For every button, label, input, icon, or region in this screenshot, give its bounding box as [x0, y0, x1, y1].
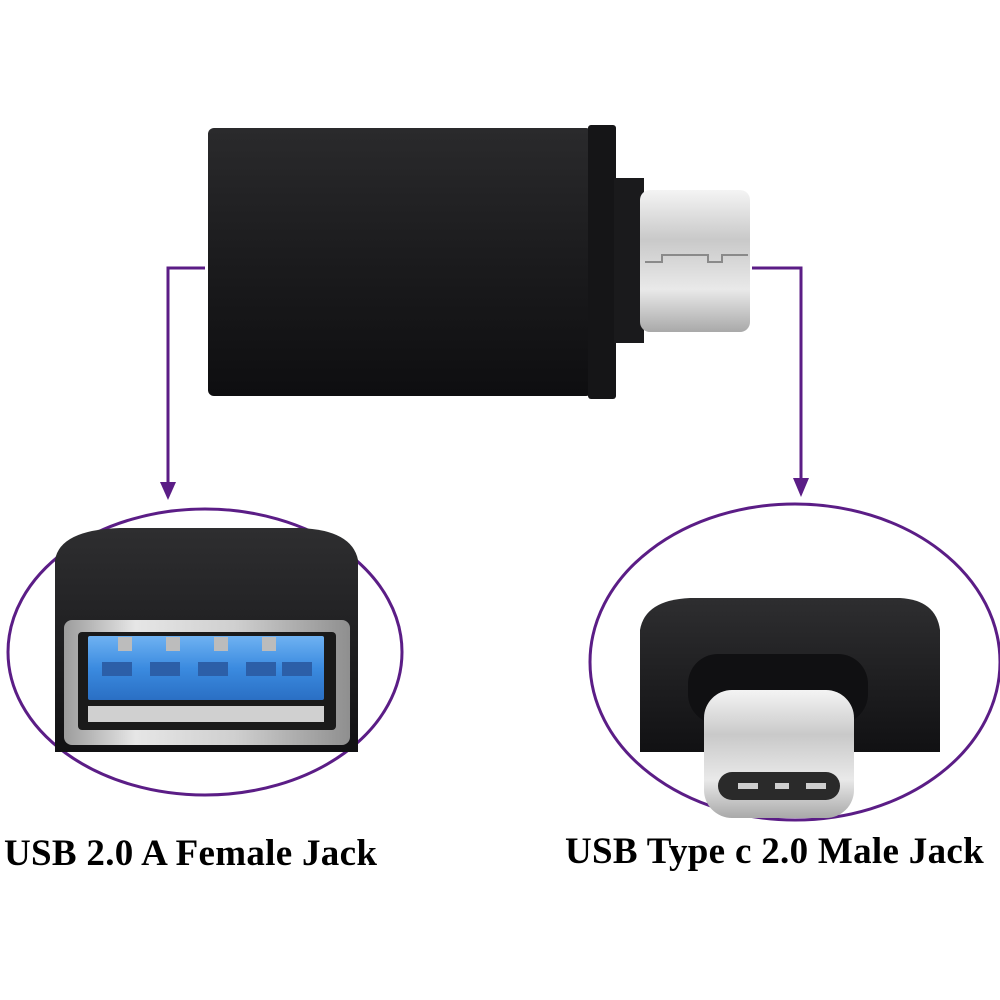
plug-seam — [645, 254, 748, 263]
usb-a-pins — [118, 637, 276, 651]
adapter-body — [208, 128, 592, 396]
adapter-top-view — [208, 125, 750, 399]
pointer-right — [752, 266, 809, 497]
zoom-usb-a — [6, 507, 404, 797]
adapter-collar — [588, 125, 616, 399]
caption-usb-type-c-male-jack: USB Type c 2.0 Male Jack — [565, 831, 984, 872]
type-c-plug-side — [640, 190, 750, 332]
usb-a-contacts — [102, 662, 312, 676]
type-c-contacts — [738, 783, 826, 789]
usb-a-lower-gap — [88, 706, 324, 722]
caption-usb-a-female-jack: USB 2.0 A Female Jack — [4, 833, 378, 874]
adapter-neck — [614, 178, 644, 343]
zoom-type-c — [588, 502, 1000, 822]
pointer-left — [160, 266, 205, 500]
